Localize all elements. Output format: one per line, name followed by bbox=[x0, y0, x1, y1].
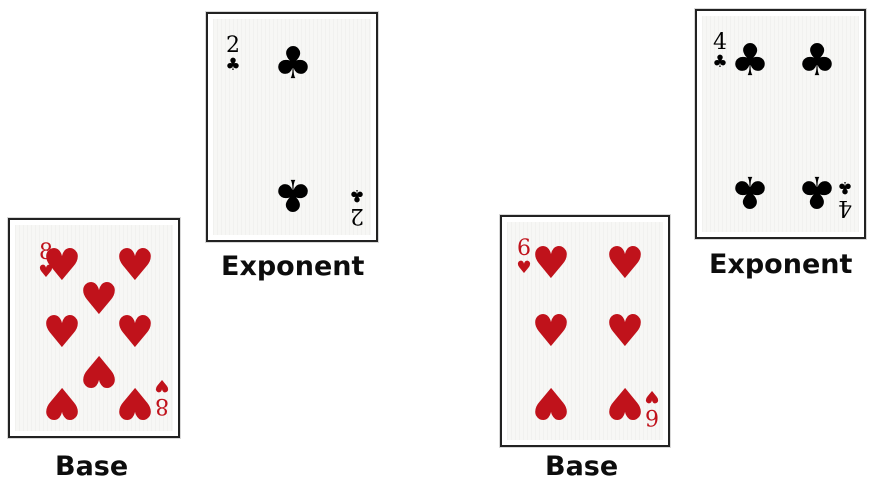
club-icon: ♣ bbox=[268, 42, 318, 86]
exponent-label: Exponent bbox=[221, 252, 364, 282]
card-rank-bottom: 4 bbox=[833, 196, 857, 218]
club-icon: ♣ bbox=[268, 172, 318, 216]
heart-icon: ♥ bbox=[526, 242, 576, 286]
heart-icon: ♥ bbox=[150, 376, 174, 393]
club-icon: ♣ bbox=[345, 186, 369, 203]
base-card-8-hearts: 8 ♥ ♥ ♥ ♥ ♥ ♥ ♥ ♥ ♥ ♥ 8 bbox=[8, 218, 180, 438]
heart-icon: ♥ bbox=[600, 242, 650, 286]
club-icon: ♣ bbox=[792, 39, 842, 83]
exponent-label: Exponent bbox=[709, 250, 852, 280]
base-label: Base bbox=[55, 452, 128, 482]
heart-icon: ♥ bbox=[600, 310, 650, 354]
heart-icon: ♥ bbox=[526, 310, 576, 354]
club-icon: ♣ bbox=[725, 169, 775, 213]
club-icon: ♣ bbox=[725, 39, 775, 83]
heart-icon: ♥ bbox=[526, 380, 576, 424]
heart-icon: ♥ bbox=[37, 380, 87, 424]
card-rank-bottom: 2 bbox=[345, 204, 369, 226]
base-card-6-hearts: 6 ♥ ♥ ♥ ♥ ♥ ♥ ♥ ♥ 6 bbox=[500, 215, 670, 447]
card-rank-bottom: 6 bbox=[640, 405, 664, 427]
card-rank-bottom: 8 bbox=[150, 394, 174, 416]
base-label: Base bbox=[545, 452, 618, 482]
club-icon: ♣ bbox=[833, 178, 857, 195]
card-rank-top: 2 bbox=[221, 35, 245, 57]
club-icon: ♣ bbox=[221, 57, 245, 74]
heart-icon: ♥ bbox=[640, 387, 664, 404]
exponent-card-4-clubs: 4 ♣ ♣ ♣ ♣ ♣ ♣ 4 bbox=[695, 9, 866, 239]
exponent-card-2-clubs: 2 ♣ ♣ ♣ ♣ 2 bbox=[206, 12, 378, 242]
